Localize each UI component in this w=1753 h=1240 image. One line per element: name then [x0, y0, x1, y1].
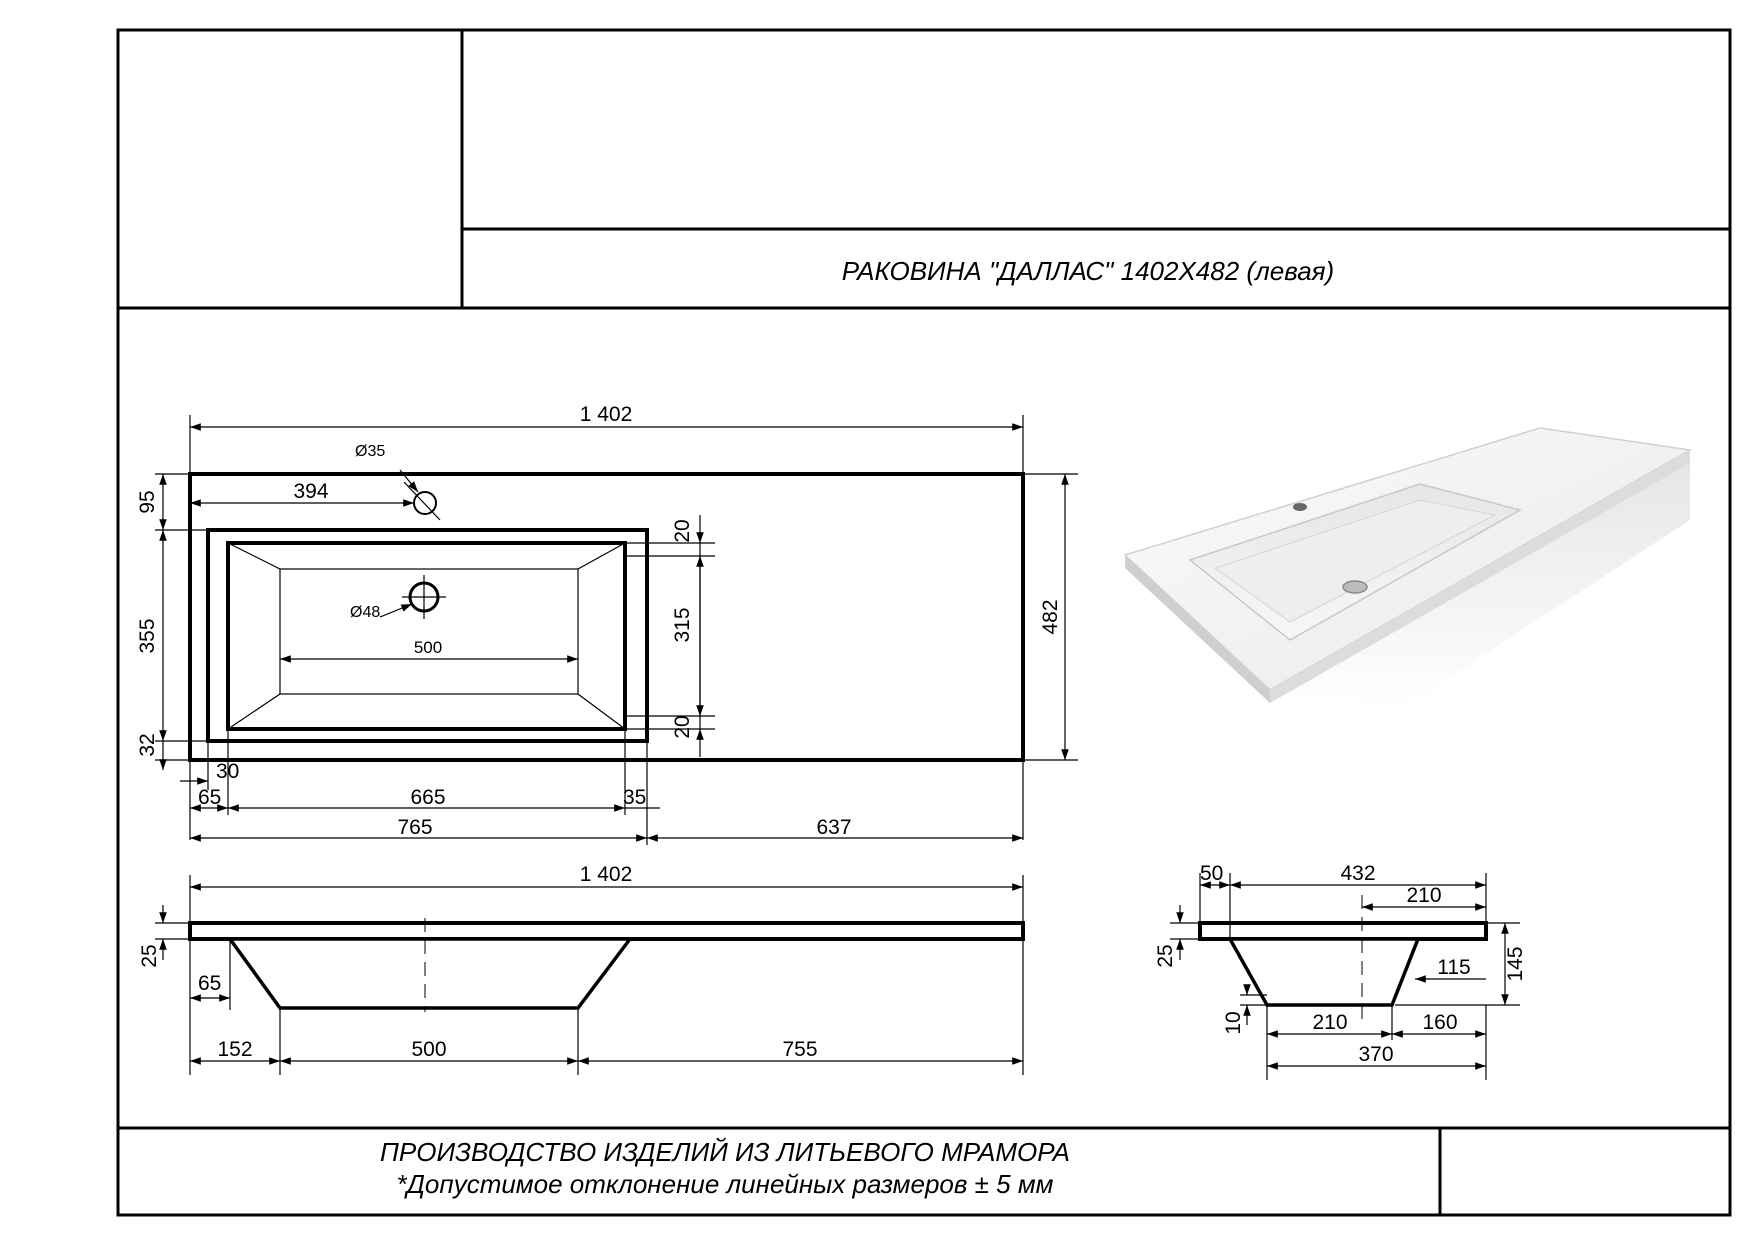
bowl-bottom — [279, 568, 579, 695]
dim-bowl-inner-width: 500 — [414, 638, 442, 657]
dim-bowl-depth: 355 — [136, 618, 159, 653]
dim-front-slab-thickness: 25 — [138, 944, 161, 967]
dim-side-rim-front: 50 — [1200, 862, 1223, 885]
dim-rim-right: 35 — [623, 786, 646, 809]
top-view-dimensions: 1 402 394 Ø35 Ø48 500 95 355 32 482 20 3… — [136, 403, 1078, 845]
dim-front-bottom-right: 755 — [782, 1038, 817, 1061]
dim-tap-diameter: Ø35 — [355, 443, 385, 460]
dim-bowl-inner-depth: 315 — [671, 607, 694, 642]
dim-rim-bottom: 20 — [671, 715, 694, 738]
dim-front-overall-width: 1 402 — [580, 863, 633, 886]
dim-rim-top: 20 — [671, 519, 694, 542]
footer-tolerance-note: *Допустимое отклонение линейных размеров… — [397, 1169, 1054, 1199]
side-view — [1198, 895, 1488, 1020]
title-block-frame — [116, 28, 1732, 1217]
dim-front-bowl-left-offset: 65 — [198, 972, 221, 995]
front-view-dimensions: 1 402 25 65 152 500 755 — [138, 863, 1024, 1075]
dim-tap-offset-y: 95 — [136, 490, 159, 513]
sink-3d-render — [1123, 427, 1693, 710]
dim-tap-offset-x: 394 — [293, 480, 328, 503]
dim-side-overall-depth: 432 — [1340, 862, 1375, 885]
footer-company-line: ПРОИЗВОДСТВО ИЗДЕЛИЙ ИЗ ЛИТЬЕВОГО МРАМОР… — [380, 1137, 1070, 1167]
dim-overall-depth: 482 — [1039, 599, 1062, 634]
bowl-outer-rim — [206, 528, 649, 743]
dim-rim-offset: 30 — [216, 760, 239, 783]
dim-left-section: 765 — [397, 816, 432, 839]
dim-front-bottom-width: 500 — [411, 1038, 446, 1061]
dim-overall-width-top: 1 402 — [580, 403, 633, 426]
dim-side-total-height: 145 — [1504, 946, 1527, 981]
drawing-title: РАКОВИНА "ДАЛЛАС" 1402Х482 (левая) — [842, 256, 1334, 286]
dim-right-section: 637 — [816, 816, 851, 839]
front-view — [188, 918, 1025, 1012]
side-slab — [1198, 921, 1488, 941]
dim-side-bowl-depth: 370 — [1358, 1043, 1393, 1066]
dim-side-wall-offset: 115 — [1437, 956, 1470, 979]
dim-bowl-front-margin: 32 — [136, 733, 159, 756]
countertop-outline — [188, 472, 1025, 762]
dim-front-bottom-left: 152 — [217, 1038, 252, 1061]
dim-side-axis-to-back: 210 — [1406, 884, 1441, 907]
bowl-inner-top — [226, 541, 627, 731]
front-bowl-profile — [226, 937, 634, 1010]
dim-side-bottom-front: 210 — [1312, 1011, 1347, 1034]
top-view — [188, 469, 1025, 762]
dim-left-margin: 65 — [198, 786, 221, 809]
front-slab — [188, 921, 1025, 941]
dim-side-slab-thickness: 25 — [1154, 944, 1177, 967]
dim-side-bottom-thickness: 10 — [1222, 1011, 1245, 1034]
dim-drain-diameter: Ø48 — [350, 604, 380, 621]
dim-side-bottom-back: 160 — [1422, 1011, 1457, 1034]
dim-bowl-outer-width: 665 — [410, 786, 445, 809]
side-view-dimensions: 50 432 210 25 145 115 10 210 160 370 — [1154, 862, 1527, 1080]
